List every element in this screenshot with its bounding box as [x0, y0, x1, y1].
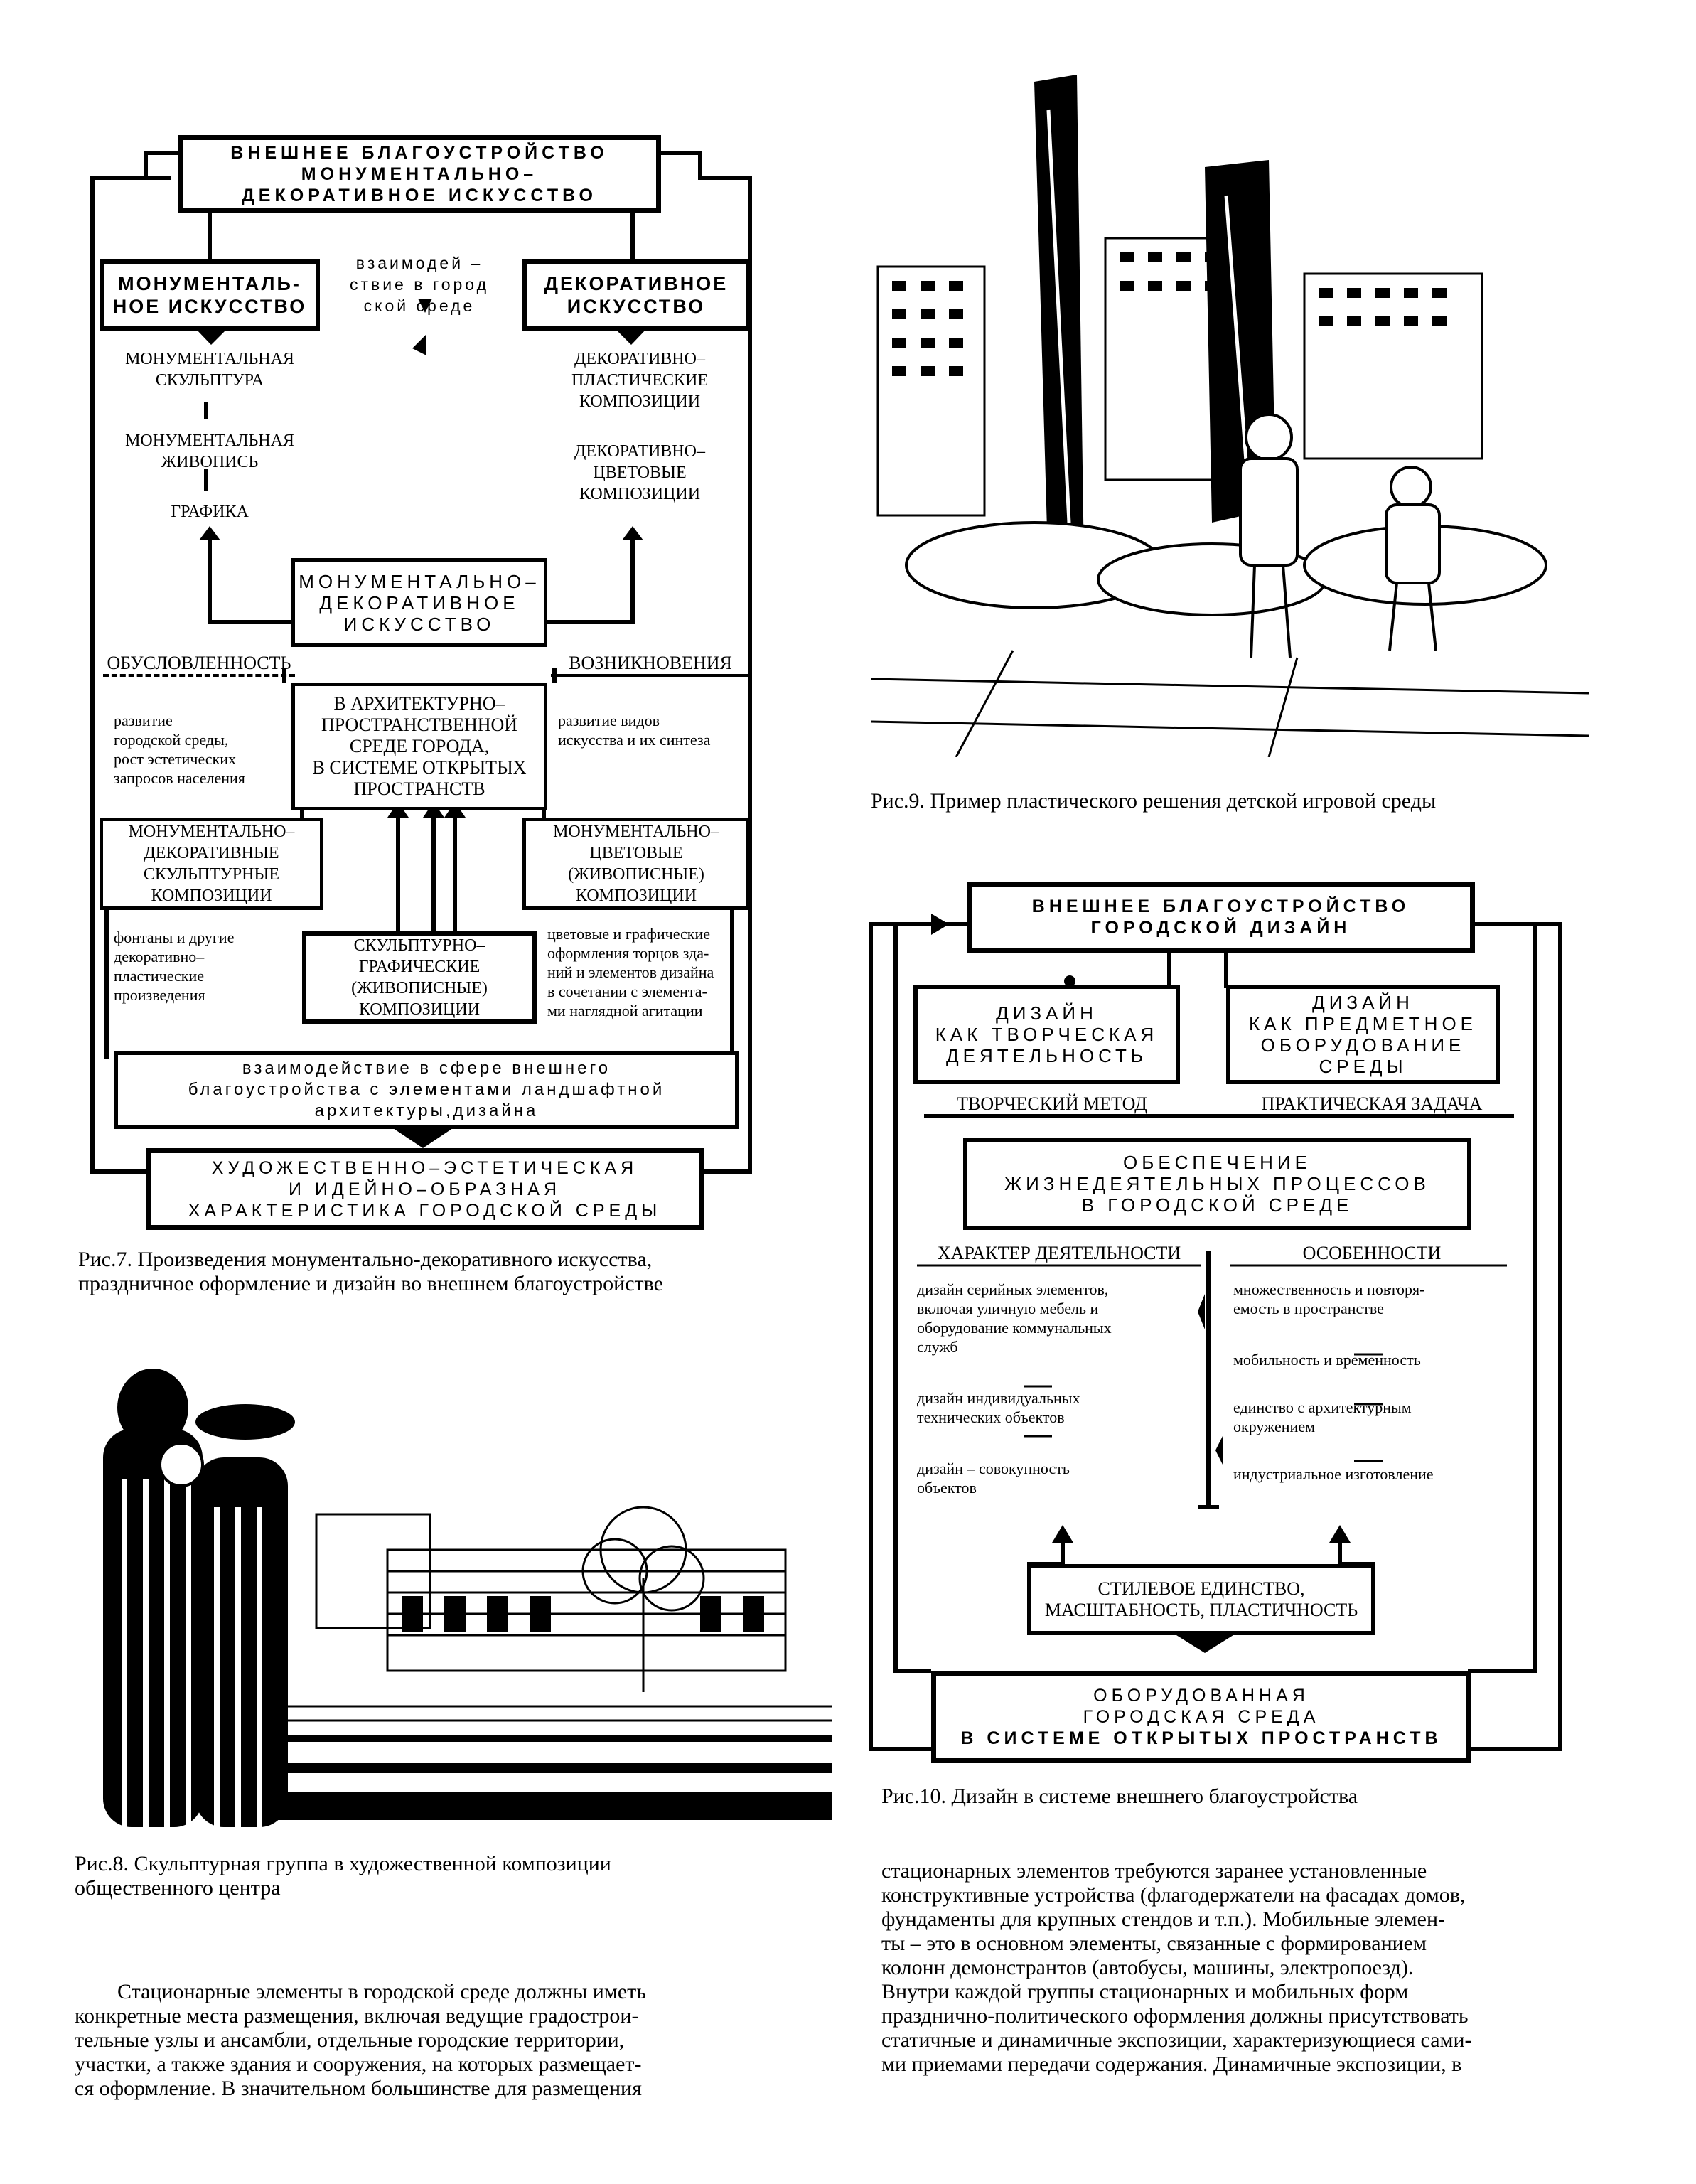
fig10-activity-item2: дизайн индивидуальных технических объект…: [917, 1388, 1187, 1427]
left-column-text: Стационарные элементы в городской среде …: [75, 1980, 832, 2101]
fig10-right-line1: ДИЗАЙН: [1312, 992, 1414, 1013]
fig10-caption: Рис.10. Дизайн в системе внешнего благоу…: [881, 1784, 1578, 1809]
left-text-line3: тельные узлы и ансамбли, отдельные город…: [75, 2028, 832, 2052]
right-text-line2: конструктивные устройства (флагодержател…: [881, 1883, 1614, 1907]
fig10-feature-item1-line1: множественность и повторя-: [1233, 1280, 1510, 1299]
fig10-activity-item1-line2: включая уличную мебель и: [917, 1299, 1187, 1318]
fig10-style-line2: МАСШТАБНОСТЬ, ПЛАСТИЧНОСТЬ: [1045, 1600, 1358, 1621]
fig10-top-line2: ГОРОДСКОЙ ДИЗАЙН: [1091, 917, 1351, 938]
fig10-left-line3: ДЕЯТЕЛЬНОСТЬ: [946, 1045, 1147, 1066]
fig10-activity-header: ХАРАКТЕР ДЕЯТЕЛЬНОСТИ: [917, 1243, 1201, 1264]
left-text-line2: конкретные места размещения, включая вед…: [75, 2004, 832, 2028]
fig10-feature-item3: единство с архитектурным окружением: [1233, 1398, 1510, 1436]
right-text-line4: ты – это в основном элементы, связанные …: [881, 1932, 1614, 1956]
right-text-line9: ми приемами передачи содержания. Динамич…: [881, 2052, 1614, 2077]
fig10-result-line3: В СИСТЕМЕ ОТКРЫТЫХ ПРОСТРАНСТВ: [960, 1728, 1442, 1749]
fig10-feature-item2: мобильность и временность: [1233, 1350, 1510, 1369]
right-text-line5: колонн демонстрантов (автобусы, машины, …: [881, 1956, 1614, 1980]
fig10-feature-item4: индустриальное изготовление: [1233, 1465, 1510, 1484]
right-text-line1: стационарных элементов требуются заранее…: [881, 1859, 1614, 1883]
right-text-line7: празднично-политического оформления долж…: [881, 2004, 1614, 2028]
fig10-right-line4: СРЕДЫ: [1319, 1056, 1407, 1077]
fig10-activity-item1-line3: оборудование коммунальных: [917, 1318, 1187, 1337]
fig10-left-line1: ДИЗАЙН: [996, 1002, 1097, 1024]
fig10-activity-item1-line1: дизайн серийных элементов,: [917, 1280, 1187, 1299]
fig10-right-line2: КАК ПРЕДМЕТНОЕ: [1249, 1013, 1477, 1034]
fig10-activity-item1: дизайн серийных элементов, включая уличн…: [917, 1280, 1187, 1356]
right-column-text: стационарных элементов требуются заранее…: [881, 1859, 1614, 2077]
fig10-features-header: ОСОБЕННОСТИ: [1230, 1243, 1514, 1264]
right-text-line8: статичные и динамичные экспозиции, харак…: [881, 2028, 1614, 2052]
right-text-line3: фундаменты для крупных стендов и т.п.). …: [881, 1907, 1614, 1932]
fig10-result-box: ОБОРУДОВАННАЯ ГОРОДСКАЯ СРЕДА В СИСТЕМЕ …: [931, 1671, 1471, 1763]
fig10-activity-item1-line4: служб: [917, 1337, 1187, 1356]
fig10-feature-item1: множественность и повторя- емость в прос…: [1233, 1280, 1510, 1318]
fig10-provision-line3: В ГОРОДСКОЙ СРЕДЕ: [1082, 1194, 1353, 1216]
fig10-activity-item3: дизайн – совокупность объектов: [917, 1459, 1187, 1497]
fig10-provision-line1: ОБЕСПЕЧЕНИЕ: [1123, 1152, 1311, 1173]
fig10-feature-item1-line2: емость в пространстве: [1233, 1299, 1510, 1318]
fig10-top-line1: ВНЕШНЕЕ БЛАГОУСТРОЙСТВО: [1032, 896, 1410, 917]
fig10-left-line2: КАК ТВОРЧЕСКАЯ: [935, 1024, 1159, 1045]
left-text-line5: ся оформление. В значительном большинств…: [75, 2077, 832, 2101]
fig10-top-box: ВНЕШНЕЕ БЛАГОУСТРОЙСТВО ГОРОДСКОЙ ДИЗАЙН: [967, 882, 1475, 953]
fig10-features-list: множественность и повторя- емость в прос…: [1233, 1280, 1510, 1484]
fig10-left-box: ДИЗАЙН КАК ТВОРЧЕСКАЯ ДЕЯТЕЛЬНОСТЬ: [913, 985, 1180, 1084]
fig10-activity-item3-line2: объектов: [917, 1478, 1187, 1497]
fig10-right-box: ДИЗАЙН КАК ПРЕДМЕТНОЕ ОБОРУДОВАНИЕ СРЕДЫ: [1226, 985, 1500, 1084]
left-text-line1: Стационарные элементы в городской среде …: [75, 1980, 832, 2004]
fig10-activity-item2-line2: технических объектов: [917, 1408, 1187, 1427]
fig10-style-box: СТИЛЕВОЕ ЕДИНСТВО, МАСШТАБНОСТЬ, ПЛАСТИЧ…: [1027, 1564, 1375, 1635]
fig10-result-line2: ГОРОДСКАЯ СРЕДА: [1083, 1706, 1320, 1728]
fig10-feature-item3-line2: окружением: [1233, 1417, 1510, 1436]
fig10-feature-item3-line1: единство с архитектурным: [1233, 1398, 1510, 1417]
fig10-provision-line2: ЖИЗНЕДЕЯТЕЛЬНЫХ ПРОЦЕССОВ: [1004, 1173, 1430, 1194]
fig10-feature-item4-line1: индустриальное изготовление: [1233, 1465, 1510, 1484]
left-text-line4: участки, а также здания и сооружения, на…: [75, 2052, 832, 2077]
fig10-method-label: ТВОРЧЕСКИЙ МЕТОД: [917, 1093, 1187, 1115]
fig10-activity-list: дизайн серийных элементов, включая уличн…: [917, 1280, 1187, 1497]
fig10-provision-box: ОБЕСПЕЧЕНИЕ ЖИЗНЕДЕЯТЕЛЬНЫХ ПРОЦЕССОВ В …: [963, 1138, 1471, 1230]
fig10-feature-item2-line1: мобильность и временность: [1233, 1350, 1510, 1369]
fig10-activity-item2-line1: дизайн индивидуальных: [917, 1388, 1187, 1408]
fig10-result-line1: ОБОРУДОВАННАЯ: [1093, 1685, 1309, 1706]
right-text-line6: Внутри каждой группы стационарных и моби…: [881, 1980, 1614, 2004]
fig10-right-line3: ОБОРУДОВАНИЕ: [1261, 1034, 1466, 1056]
fig10-task-label: ПРАКТИЧЕСКАЯ ЗАДАЧА: [1230, 1093, 1514, 1115]
fig10-activity-item3-line1: дизайн – совокупность: [917, 1459, 1187, 1478]
fig10-style-line1: СТИЛЕВОЕ ЕДИНСТВО,: [1097, 1578, 1304, 1600]
